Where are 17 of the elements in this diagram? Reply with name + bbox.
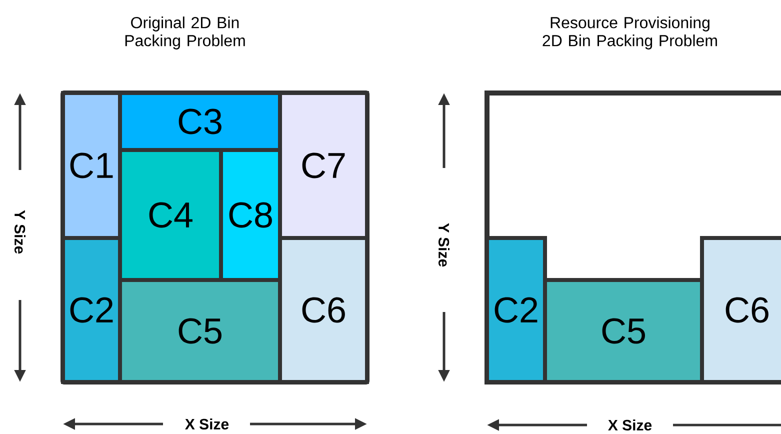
container-box: C5 (118, 278, 282, 384)
container-box: C6 (700, 236, 781, 384)
axis-label: Y Size (14, 210, 26, 254)
container-box: C6 (278, 236, 369, 384)
axis-label: X Size (185, 418, 229, 430)
container-box: C2 (61, 236, 122, 384)
title: Resource Provisioning 2D Bin Packing Problem (542, 16, 717, 50)
container-box: C3 (118, 91, 282, 152)
container-box: C7 (278, 91, 369, 240)
container-box: C1 (61, 91, 122, 240)
container-box: C8 (219, 148, 282, 282)
container-box: C4 (118, 148, 223, 282)
container-box: C5 (543, 278, 704, 384)
axis-label: X Size (608, 420, 652, 430)
container-box: C2 (485, 236, 547, 384)
title: Original 2D Bin Packing Problem (125, 16, 245, 50)
axis-label: Y Size (438, 223, 450, 267)
